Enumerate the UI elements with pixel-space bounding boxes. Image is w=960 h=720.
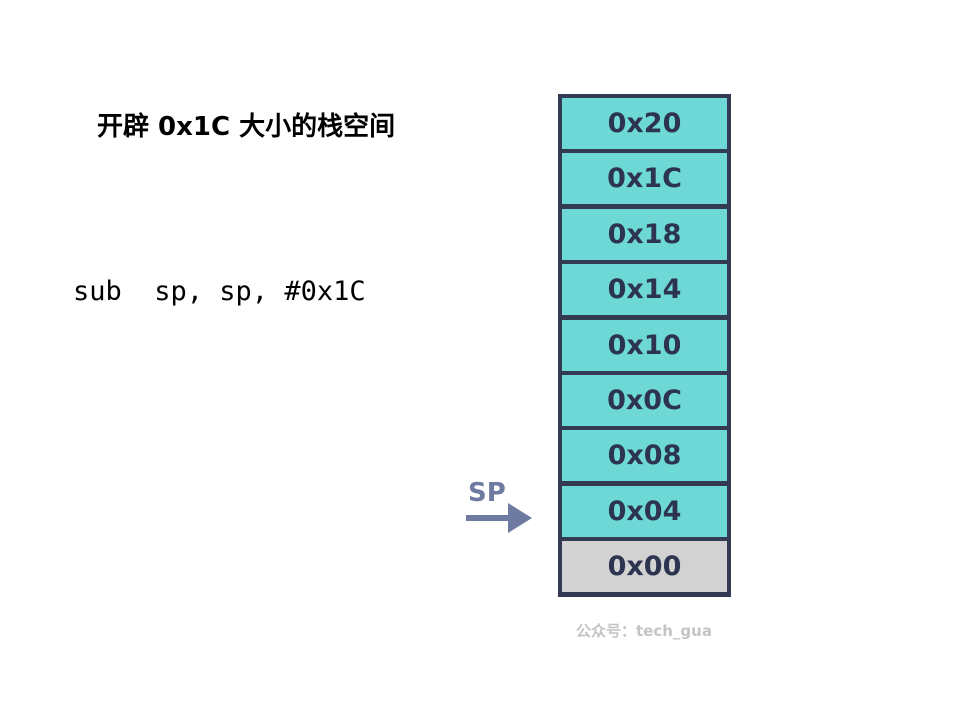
stack-cell: 0x08 xyxy=(562,430,727,482)
instruction-text: sub sp, sp, #0x1C xyxy=(73,276,366,307)
watermark: 公众号：tech_gua xyxy=(576,622,712,640)
stack-cell: 0x04 xyxy=(562,485,727,537)
sp-arrow-shaft xyxy=(466,515,510,521)
title: 开辟 0x1C 大小的栈空间 xyxy=(97,112,396,142)
sp-arrow-icon xyxy=(466,503,532,533)
stack-cell: 0x00 xyxy=(562,541,727,593)
stack-cell: 0x1C xyxy=(562,153,727,205)
sp-arrow-head xyxy=(508,503,532,533)
stack-memory: 0x20 0x1C 0x18 0x14 0x10 0x0C 0x08 0x04 … xyxy=(558,94,731,597)
stack-cell: 0x20 xyxy=(562,98,727,149)
stack-cell: 0x18 xyxy=(562,208,727,260)
sp-pointer-label: SP xyxy=(468,478,506,508)
stack-cell: 0x10 xyxy=(562,319,727,371)
stack-cell: 0x14 xyxy=(562,264,727,316)
stack-cell: 0x0C xyxy=(562,375,727,426)
